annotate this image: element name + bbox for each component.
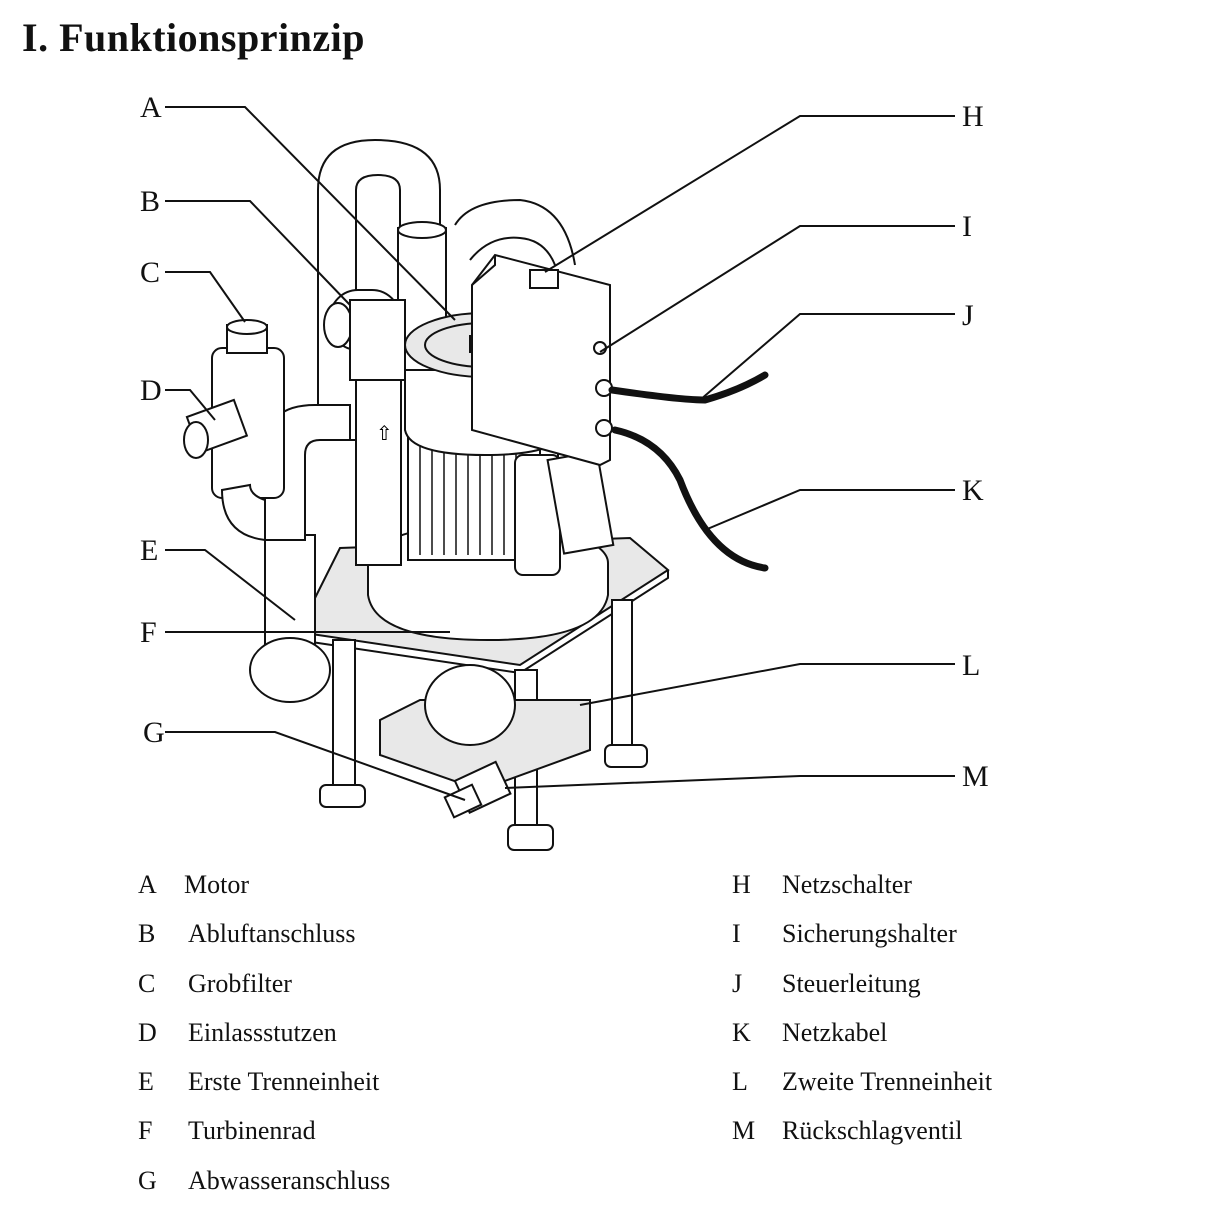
legend-letter: H bbox=[732, 870, 751, 899]
legend-text: Abwasseranschluss bbox=[188, 1165, 391, 1195]
legend-text: Zweite Trenneinheit bbox=[782, 1067, 993, 1097]
callout-h: H bbox=[962, 100, 984, 133]
callout-k: K bbox=[962, 474, 984, 507]
legend-text: Motor bbox=[184, 870, 249, 899]
leader-lines bbox=[165, 106, 955, 801]
callout-j: J bbox=[962, 299, 974, 332]
machine-illustration: ⇧ bbox=[183, 138, 769, 851]
callout-e: E bbox=[140, 534, 158, 567]
legend-letter: C bbox=[138, 968, 156, 998]
legend-letter: I bbox=[732, 919, 741, 949]
legend-letter: F bbox=[138, 1116, 153, 1146]
legend-letter: L bbox=[732, 1067, 748, 1097]
legend-text: Erste Trenneinheit bbox=[188, 1067, 380, 1097]
legend-text: Grobfilter bbox=[188, 968, 292, 998]
callout-m: M bbox=[962, 760, 989, 793]
legend-text: Sicherungshalter bbox=[782, 919, 957, 949]
legend-letter: M bbox=[732, 1116, 756, 1146]
callout-f: F bbox=[140, 616, 157, 649]
legend-text: Netzkabel bbox=[782, 1017, 888, 1047]
callout-a: A bbox=[140, 91, 162, 124]
legend-text: Rückschlagventil bbox=[782, 1116, 963, 1146]
legend-letter: G bbox=[138, 1165, 157, 1195]
legend-letter: J bbox=[732, 968, 743, 998]
legend-text: Netzschalter bbox=[782, 870, 912, 899]
legend-letter: D bbox=[138, 1017, 157, 1047]
legend-letter: A bbox=[138, 870, 157, 899]
callout-d: D bbox=[140, 374, 162, 407]
legend-text: Steuerleitung bbox=[782, 968, 921, 998]
callout-i: I bbox=[962, 210, 972, 243]
page-title: I. Funktionsprinzip bbox=[22, 15, 365, 60]
legend-text: Turbinenrad bbox=[188, 1116, 316, 1146]
svg-text:⇧: ⇧ bbox=[376, 421, 393, 445]
legend-letter: K bbox=[732, 1017, 751, 1047]
callout-l: L bbox=[962, 649, 980, 682]
callout-c: C bbox=[140, 256, 160, 289]
legend-letter: E bbox=[138, 1067, 154, 1097]
machine-diagram: ⇧ bbox=[140, 91, 989, 851]
legend-text: Abluftanschluss bbox=[188, 919, 356, 949]
legend-letter: B bbox=[138, 919, 156, 949]
legend-text: Einlassstutzen bbox=[188, 1017, 337, 1047]
callout-b: B bbox=[140, 185, 160, 218]
callout-g: G bbox=[143, 716, 165, 749]
